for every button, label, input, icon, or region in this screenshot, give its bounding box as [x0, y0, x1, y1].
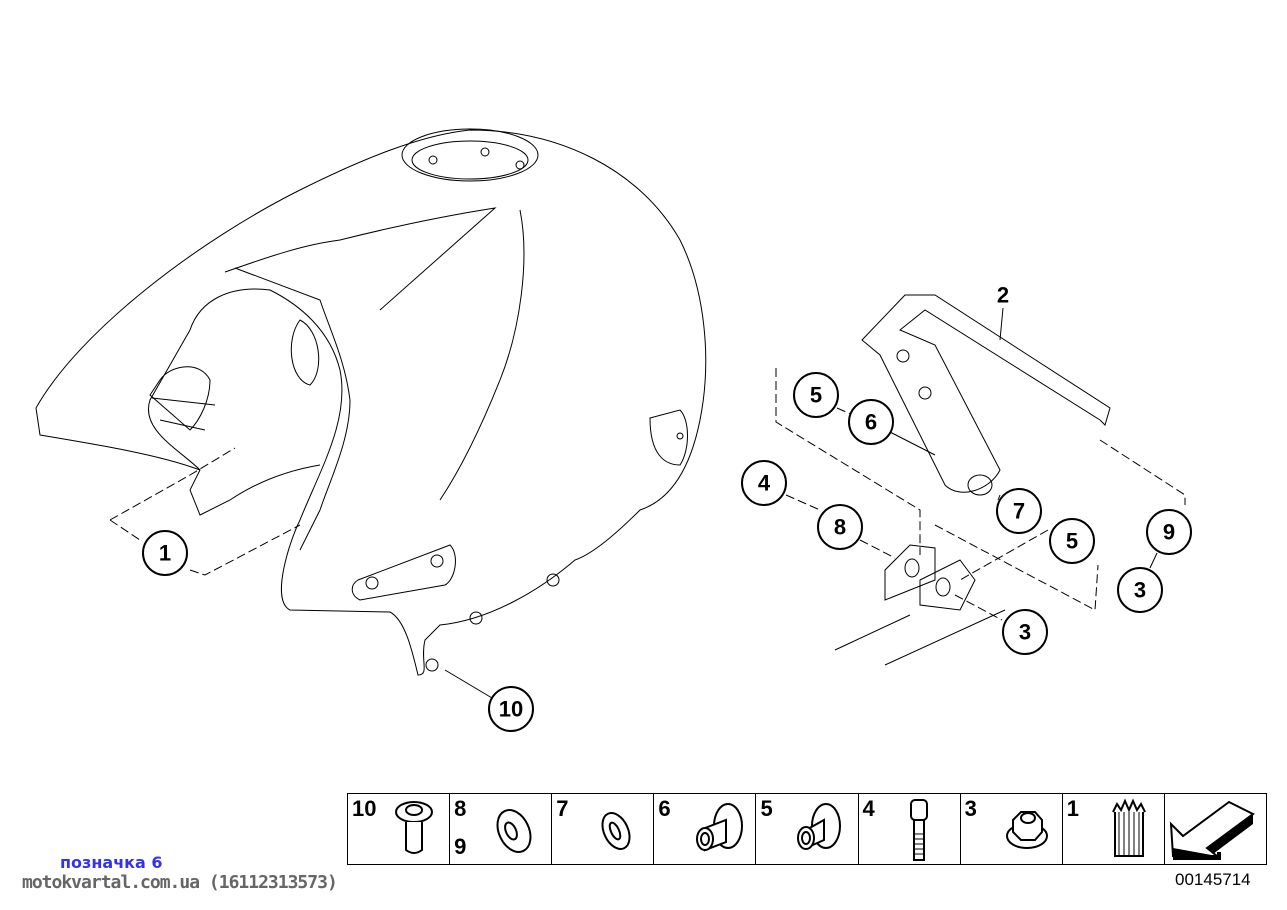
svg-text:5: 5 [810, 383, 822, 408]
parts-diagram: 1 10 2 5 6 4 8 7 5 9 3 3 [35, 128, 1192, 732]
legend-number: 9 [454, 834, 467, 859]
callout-5-lower: 5 [1049, 518, 1095, 564]
flange-nut-icon [1005, 811, 1048, 849]
svg-text:3: 3 [1134, 578, 1146, 603]
svg-text:10: 10 [499, 697, 523, 722]
svg-text:6: 6 [865, 410, 877, 435]
legend-number: 5 [760, 796, 773, 821]
rubber-washer-icon [496, 809, 532, 853]
site-watermark: motokvartal.com.ua (16112313573) [22, 872, 338, 893]
legend-item-6: 6 [654, 794, 757, 864]
flanged-bushing-icon [797, 803, 842, 850]
callout-3-lower: 3 [1002, 609, 1048, 655]
svg-text:4: 4 [758, 471, 771, 496]
flanged-bushing-icon [696, 803, 744, 852]
fuel-tank-drawing [35, 128, 707, 676]
callout-9: 9 [1146, 509, 1192, 555]
callout-8: 8 [817, 504, 863, 550]
legend-item-arrow [1165, 794, 1266, 864]
legend-number: 10 [352, 796, 377, 821]
legend-item-3: 3 [961, 794, 1063, 864]
legend-item-4: 4 [859, 794, 961, 864]
legend-number: 4 [862, 796, 875, 821]
callout-7: 7 [996, 488, 1042, 534]
legend-number: 7 [556, 796, 569, 821]
callout-10: 10 [488, 686, 534, 732]
direction-arrow-icon [1169, 800, 1255, 860]
callout-1: 1 [142, 530, 188, 576]
svg-text:2: 2 [997, 283, 1009, 308]
tag-label: позначка 6 [60, 853, 163, 872]
callout-4: 4 [741, 460, 787, 506]
rubber-grommet-icon [1111, 798, 1146, 857]
washer-icon [601, 812, 631, 850]
legend-item-10: 10 [348, 794, 451, 864]
parts-legend: 10 8 9 7 6 5 4 3 1 [347, 793, 1267, 865]
bracket-drawing [834, 294, 1111, 666]
legend-item-1: 1 [1063, 794, 1165, 864]
legend-number: 3 [964, 796, 977, 821]
legend-number: 1 [1066, 796, 1080, 821]
svg-text:9: 9 [1163, 520, 1175, 545]
socket-head-screw-icon [909, 799, 928, 861]
callout-3-right: 3 [1117, 567, 1163, 613]
diagram-code: 00145714 [1175, 870, 1251, 889]
legend-item-8-9: 8 9 [450, 794, 553, 864]
legend-number: 6 [658, 796, 671, 821]
svg-text:3: 3 [1019, 620, 1031, 645]
callout-2: 2 [997, 283, 1009, 308]
callout-6: 6 [848, 399, 894, 445]
svg-text:7: 7 [1013, 499, 1025, 524]
svg-text:8: 8 [834, 515, 846, 540]
legend-number: 8 [454, 796, 467, 821]
svg-text:5: 5 [1066, 529, 1078, 554]
legend-item-7: 7 [552, 794, 655, 864]
callout-5-upper: 5 [793, 372, 839, 418]
svg-text:1: 1 [159, 541, 171, 566]
legend-item-5: 5 [756, 794, 859, 864]
collar-bushing-icon [395, 801, 433, 854]
